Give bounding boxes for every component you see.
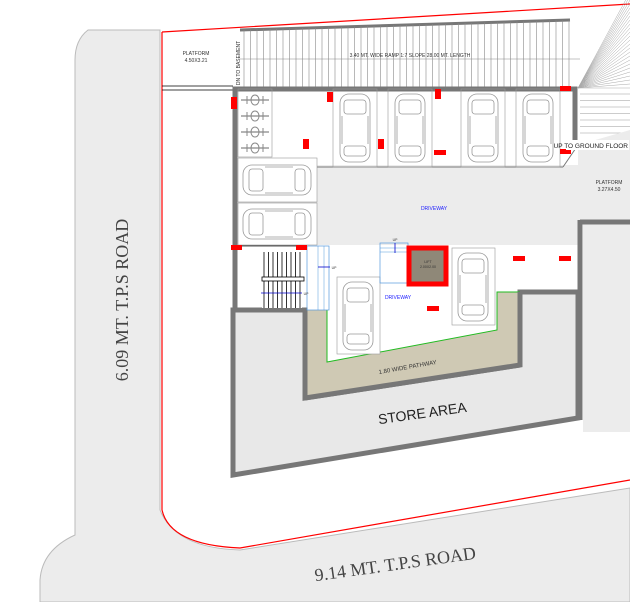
hatch-line [577,39,630,89]
hatch-line [577,55,630,89]
hatch-line [577,79,630,89]
up-label: UP [393,238,399,242]
hatch-line [577,0,629,89]
hatch-line [577,23,630,89]
bike-parking [237,88,273,158]
left-road-label: 6.09 MT. T.P.S ROAD [112,219,132,382]
staircase [261,242,409,311]
hatch-line [577,35,630,89]
hatch-line [577,75,630,89]
ramp [239,18,580,87]
up-label: UP [304,292,310,296]
platform-right-title: PLATFORM [596,180,623,186]
hatch-line [577,7,630,89]
hatch-line [577,51,630,89]
lift [406,245,449,287]
hatch-line [577,15,630,89]
up-label: UP [332,266,338,270]
up-ground-label: UP TO GROUND FLOOR [554,143,629,150]
hatch-line [577,19,630,89]
car-parking [237,88,561,355]
hatch-line [577,67,630,89]
plot-boundary [161,3,630,549]
lift-label: LIFT [424,260,432,264]
platform-left-title: PLATFORM [183,51,210,57]
platform-right-size: 3.27X4.50 [598,187,621,193]
hatch-line [577,27,630,89]
driveway-upper-label: DRIVEWAY [421,206,448,212]
hatch-line [577,43,630,89]
hatch-line [577,63,630,89]
hatch-line [577,0,626,89]
hatch-line [577,31,630,89]
driveway-lower-label: DRIVEWAY [385,295,412,301]
hatch-line [577,0,630,89]
hatch-line [577,3,630,89]
hatch-line [577,83,630,89]
dn-basement-label: DN TO BASEMENT [236,41,242,85]
hatch-line [577,11,630,89]
ramp-turn [577,0,630,89]
ramp-label: 3.40 MT. WIDE RAMP 1:7 SLOPE 28.00 MT. L… [350,53,471,59]
columns [231,86,571,311]
platform-left-size: 4.50X3.21 [185,58,208,64]
hatch-line [577,71,630,89]
ramp-steps [580,93,630,134]
hatch-line [577,47,630,89]
lift-size: 2.00X2.00 [420,265,436,269]
hatch-line [577,59,630,89]
